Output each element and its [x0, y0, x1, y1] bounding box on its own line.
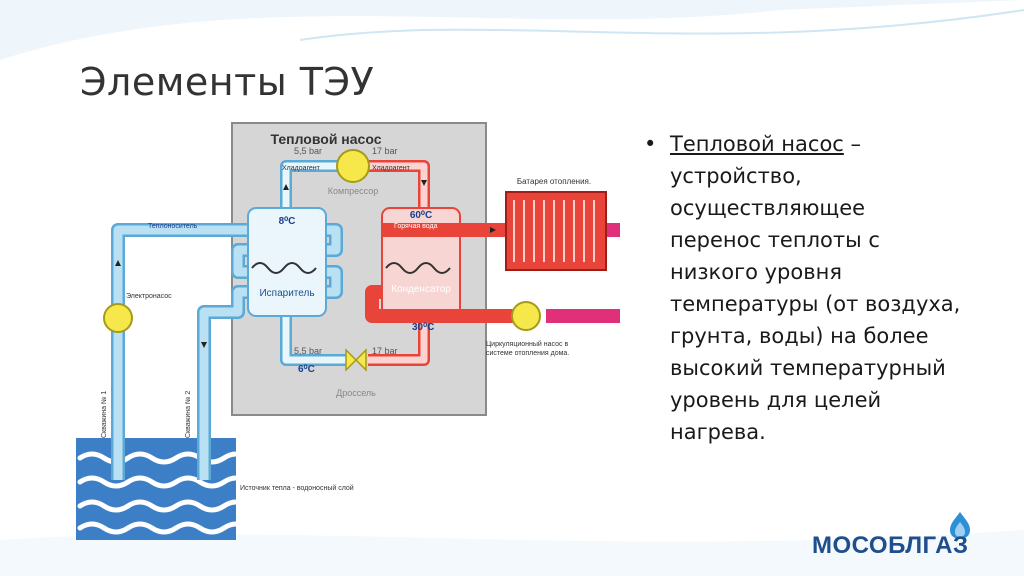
compressor-label: Компрессор [328, 186, 378, 196]
flame-icon [950, 512, 970, 539]
bullet-text: Тепловой насос – устройство, осуществляю… [670, 128, 1012, 448]
temp-hot: 60⁰С [410, 210, 432, 221]
circ-pump-label-2: системе отопления дома. [486, 350, 569, 357]
heat-source-label: Источник тепла - водоносный слой [240, 484, 354, 492]
electropump [103, 303, 133, 333]
heating-loop-pipes [546, 223, 620, 323]
evaporator-coil [251, 262, 317, 274]
circulation-pump [511, 301, 541, 331]
condenser-label: Конденсатор [391, 284, 451, 295]
bullet-marker: • [644, 132, 657, 156]
bullet-line-7: высокий температурный [670, 356, 946, 380]
circ-pump-label-1: Циркуляционный насос в [486, 340, 568, 348]
electropump-label: Электронасос [126, 293, 172, 300]
bullet-line-0: Тепловой насос – [670, 128, 1012, 160]
company-logo: МОСОБЛГАЗ [812, 510, 982, 560]
refrigerant-high-pipes-inner [368, 162, 428, 364]
temp-evap-in: 8⁰С [279, 216, 296, 227]
evaporator-label: Испаритель [259, 288, 314, 299]
temp-evap-out: 6⁰С [298, 364, 315, 375]
bullet-line-3: перенос теплоты с [670, 228, 880, 252]
term-heat-pump: Тепловой насос [670, 132, 844, 156]
bullet-line-2: осуществляющее [670, 196, 866, 220]
bullet-line-5: температуры (от воздуха, [670, 292, 961, 316]
temp-cond-out: 30⁰С [412, 322, 434, 333]
well-2-label: Скважина № 2 [185, 391, 192, 438]
radiator [505, 191, 607, 271]
bullet-line-4: низкого уровня [670, 260, 842, 284]
background-swoosh-bottom [0, 530, 1024, 576]
heat-pump-diagram: Тепловой насос Испаритель 8⁰С Конденсато… [76, 122, 620, 540]
pressure-high-top: 17 bar [372, 146, 398, 156]
bullet-line-6: грунта, воды) на более [670, 324, 929, 348]
pressure-low-bottom: 5,5 bar [294, 346, 322, 356]
bullet-line-1: устройство, [670, 164, 802, 188]
coolant-label: Теплоноситель [148, 223, 198, 230]
well-1-label: Скважина № 1 [101, 391, 108, 438]
hot-water-pipes [365, 223, 516, 323]
refrigerant-low-pipes-inner [282, 162, 346, 364]
compressor [336, 149, 370, 183]
throttle-valve [345, 348, 367, 372]
bullet-line-9: нагрева. [670, 420, 766, 444]
evaporator-tank [247, 207, 327, 317]
hot-water-label: Горячая вода [394, 223, 438, 230]
condenser-coil [385, 262, 451, 274]
logo-text: МОСОБЛГАЗ [812, 532, 969, 559]
bullet-item: • Тепловой насос – устройство, осуществл… [642, 128, 1012, 448]
definition-block: • Тепловой насос – устройство, осуществл… [642, 128, 1012, 448]
background-swoosh-line [299, 9, 1024, 41]
slide-title: Элементы ТЭУ [80, 60, 375, 104]
throttle-label: Дроссель [336, 388, 376, 398]
refrigerant-right-label: Хладоагент [372, 165, 411, 172]
background-swoosh-top [0, 0, 1024, 60]
refrigerant-left-label: Хладоагент [282, 165, 321, 172]
pressure-high-bottom: 17 bar [372, 346, 398, 356]
flow-arrows [115, 180, 496, 348]
pressure-low-top: 5,5 bar [294, 146, 322, 156]
bullet-line-8: уровень для целей [670, 388, 882, 412]
aquifer-waves [77, 451, 251, 535]
radiator-fins [513, 200, 595, 262]
term-dash: – [843, 132, 862, 156]
heat-pump-title: Тепловой насос [270, 131, 381, 147]
radiator-label: Батарея отопления. [517, 177, 591, 186]
